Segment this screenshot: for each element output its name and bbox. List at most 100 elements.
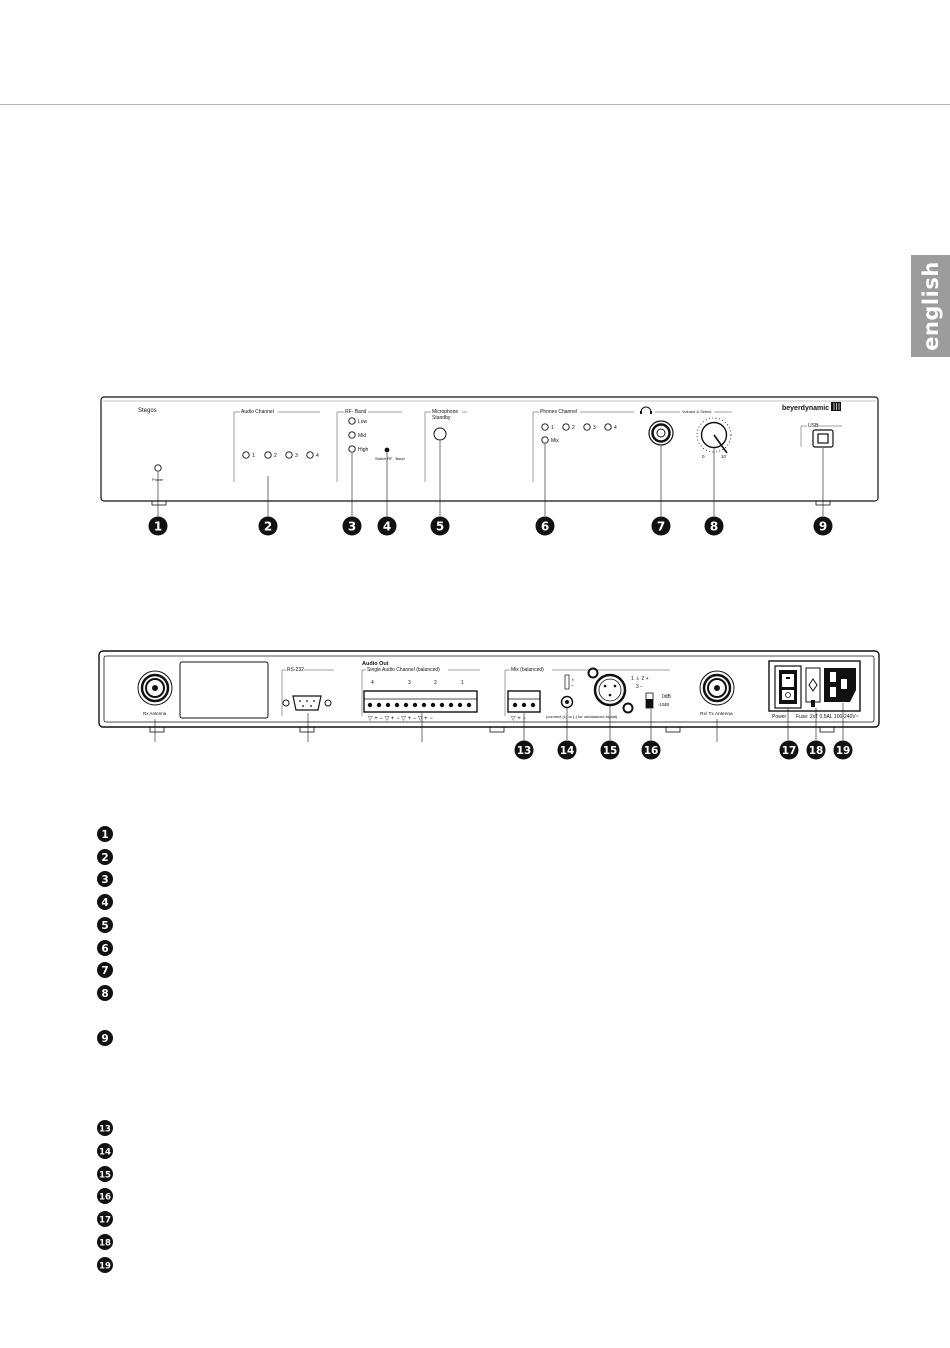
xlr-pins-bottom: 3 − <box>636 684 643 690</box>
svg-text:1: 1 <box>551 425 554 431</box>
audio-out-terminal-block[interactable] <box>363 690 478 713</box>
rs232-label: RS-232 <box>287 667 304 673</box>
svg-text:14: 14 <box>560 745 575 757</box>
display-window <box>179 661 269 719</box>
fuse-label: Fuse: 2xT 0,5AL <box>796 714 833 720</box>
phones-channel-leds: 1 2 3 4 Mix <box>541 423 617 444</box>
switch-rf-label: Switch RF - Band <box>375 457 405 461</box>
brand-name: Stegos <box>138 408 157 414</box>
svg-text:14: 14 <box>99 1148 111 1158</box>
headphone-icon <box>640 406 652 413</box>
level-10db-label: -10dB <box>658 702 669 707</box>
svg-text:15: 15 <box>603 745 618 757</box>
svg-text:2: 2 <box>264 520 272 534</box>
legend-item: 5 <box>97 917 113 933</box>
svg-text:3: 3 <box>593 425 596 431</box>
volume-title: Volume & Select <box>682 409 712 414</box>
svg-text:5: 5 <box>101 920 108 932</box>
brand-logo-mark-icon <box>831 402 841 411</box>
legend-item: 4 <box>97 894 113 910</box>
svg-text:18: 18 <box>99 1239 111 1249</box>
svg-text:1: 1 <box>461 680 464 686</box>
usb-port[interactable] <box>812 429 834 448</box>
front-panel: Stegos Power Audio Channel 1 2 3 4 RF- B… <box>100 396 879 516</box>
legend-item: 19 <box>97 1257 113 1273</box>
legend-item: 2 <box>97 849 113 865</box>
microphone-title: Microphone <box>432 409 458 415</box>
svg-text:13: 13 <box>99 1125 111 1135</box>
voltage-label: 100-240V~ <box>834 714 859 720</box>
svg-text:6: 6 <box>541 520 549 534</box>
iec-power-inlet[interactable] <box>824 668 856 702</box>
svg-text:6: 6 <box>101 943 108 955</box>
rs232-port[interactable] <box>282 695 332 711</box>
xlr-connector[interactable] <box>587 667 634 714</box>
svg-text:⏚: ⏚ <box>571 677 575 682</box>
svg-text:2: 2 <box>101 852 108 864</box>
volume-knob[interactable] <box>696 417 732 454</box>
legend-item: 8 <box>97 985 113 1001</box>
audio-channel-leds: 1 2 3 4 <box>242 451 319 459</box>
legend-item: 15 <box>97 1166 113 1182</box>
rf-switch-button[interactable] <box>384 447 390 453</box>
front-callouts: 1 2 3 4 5 6 7 8 9 <box>148 516 833 536</box>
rear-panel: Rx Antenna RS-232 Audio Out Single Audio… <box>98 650 880 742</box>
usb-label: USB <box>808 423 819 429</box>
mix-jack[interactable] <box>560 674 574 709</box>
legend-item: 13 <box>97 1120 113 1136</box>
power-switch[interactable] <box>774 665 802 709</box>
svg-text:8: 8 <box>710 520 718 534</box>
volume-max-label: 10 <box>721 454 727 459</box>
rear-callouts: 13 14 15 16 17 18 19 <box>514 740 853 760</box>
svg-text:8: 8 <box>101 988 108 1000</box>
svg-text:High: High <box>358 447 369 453</box>
level-0db-label: 0dB <box>662 694 672 700</box>
legend-item: 14 <box>97 1143 113 1159</box>
standby-label: Standby <box>432 415 451 421</box>
power-label-rear: Power <box>772 714 787 720</box>
mix-balanced-label: Mix (balanced) <box>511 667 544 673</box>
fuse-holder[interactable] <box>805 667 821 707</box>
legend-item: 1 <box>97 826 113 842</box>
svg-text:15: 15 <box>99 1171 111 1181</box>
svg-text:1: 1 <box>154 520 162 534</box>
svg-text:3: 3 <box>101 874 108 886</box>
standby-button[interactable] <box>433 427 447 441</box>
headphone-jack[interactable] <box>648 420 674 446</box>
language-tab[interactable]: english <box>911 255 950 357</box>
svg-text:18: 18 <box>809 745 824 757</box>
svg-text:17: 17 <box>782 745 797 757</box>
connect-note: (connect (1) to (-) for unbalanced signa… <box>546 714 618 719</box>
rxtx-antenna-connector[interactable] <box>699 670 735 706</box>
single-audio-channel-label: Single Audio Channel (balanced) <box>367 667 440 673</box>
svg-text:3: 3 <box>348 520 356 534</box>
mix-polarity-markings: ▽ + − <box>511 716 526 722</box>
svg-text:17: 17 <box>99 1216 111 1226</box>
legend-item: 6 <box>97 940 113 956</box>
svg-text:3: 3 <box>295 453 298 459</box>
svg-text:4: 4 <box>383 520 391 534</box>
legend-item: 18 <box>97 1234 113 1250</box>
mix-terminal-block[interactable] <box>507 690 541 713</box>
svg-text:1: 1 <box>252 453 255 459</box>
rx-antenna-connector[interactable] <box>137 670 173 706</box>
rxtx-antenna-label: Rx/ Tx Antenna <box>700 711 733 717</box>
svg-text:4: 4 <box>101 897 108 909</box>
svg-text:4: 4 <box>316 453 319 459</box>
svg-text:Mix: Mix <box>551 438 559 444</box>
svg-text:+: + <box>571 684 574 688</box>
audio-channel-title: Audio Channel <box>241 409 274 415</box>
rx-antenna-label: Rx Antenna <box>143 711 167 716</box>
header-rule <box>0 104 950 105</box>
level-switch[interactable] <box>645 692 654 709</box>
audio-out-label: Audio Out <box>362 661 389 667</box>
svg-text:19: 19 <box>99 1262 111 1272</box>
svg-text:7: 7 <box>657 520 665 534</box>
svg-text:5: 5 <box>436 520 444 534</box>
svg-text:Low: Low <box>358 419 368 425</box>
rf-band-title: RF- Band <box>345 409 367 415</box>
svg-text:16: 16 <box>644 745 659 757</box>
svg-text:7: 7 <box>101 965 108 977</box>
svg-text:2: 2 <box>274 453 277 459</box>
